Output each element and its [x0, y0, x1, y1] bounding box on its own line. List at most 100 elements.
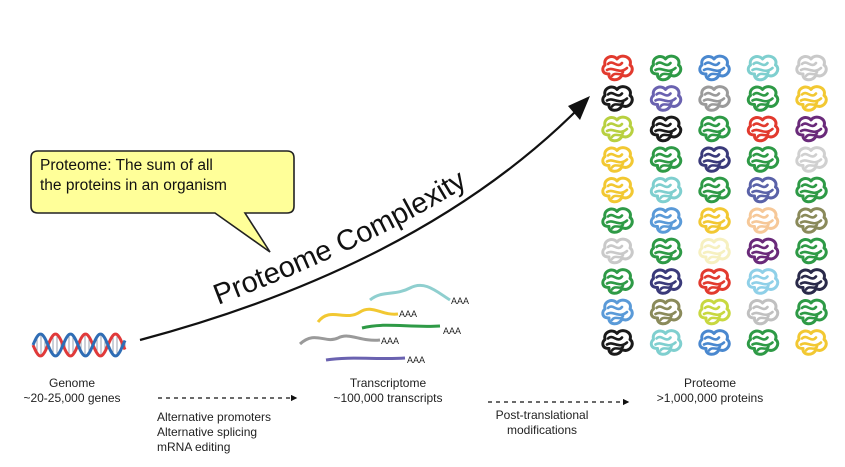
protein-icon	[746, 146, 780, 173]
protein-outline	[795, 268, 828, 295]
protein-icon	[601, 115, 634, 143]
protein-fold	[702, 183, 726, 200]
protein-fold	[751, 122, 774, 139]
protein-outline	[795, 146, 828, 173]
protein-fold	[799, 91, 823, 108]
genome-count: ~20-25,000 genes	[23, 391, 121, 405]
process-2-label: Post-translational modifications	[482, 408, 602, 438]
protein-icon	[746, 268, 780, 295]
protein-icon	[698, 85, 731, 112]
protein-outline	[795, 237, 828, 265]
protein-icon	[795, 329, 828, 356]
protein-icon	[795, 115, 828, 143]
protein-fold	[605, 91, 629, 108]
callout-line-1: Proteome: The sum of all	[40, 157, 213, 174]
protein-icon	[649, 298, 683, 326]
protein-outline	[649, 85, 683, 112]
protein-outline	[746, 85, 780, 112]
protein-icon	[649, 207, 683, 234]
transcript-3	[361, 323, 441, 330]
protein-outline	[601, 268, 634, 295]
protein-outline	[649, 115, 683, 143]
protein-icon	[746, 237, 780, 265]
protein-icon	[746, 298, 780, 326]
protein-outline	[746, 146, 780, 173]
protein-outline	[601, 207, 634, 234]
protein-fold	[654, 305, 677, 322]
transcript-4	[298, 334, 381, 346]
protein-outline	[795, 85, 828, 112]
protein-outline	[746, 207, 780, 234]
protein-outline	[698, 268, 731, 295]
protein-outline	[746, 298, 780, 326]
protein-fold	[654, 183, 677, 200]
protein-outline	[649, 54, 683, 82]
protein-fold	[799, 61, 823, 78]
protein-outline	[601, 176, 634, 204]
protein-fold	[702, 61, 726, 78]
protein-outline	[649, 237, 683, 265]
transcript-2	[316, 307, 399, 324]
protein-fold	[799, 122, 823, 139]
process-1-line-2: Alternative splicing	[157, 425, 258, 439]
polya-tail-1: AAA	[451, 296, 469, 306]
protein-outline	[795, 176, 828, 204]
protein-outline	[601, 146, 634, 173]
polya-tail-2: AAA	[399, 309, 417, 319]
protein-fold	[751, 274, 774, 291]
protein-icon	[601, 54, 634, 82]
process-2-line-1: Post-translational	[495, 408, 589, 422]
protein-outline	[649, 146, 683, 173]
protein-fold	[605, 122, 629, 139]
protein-outline	[601, 85, 634, 112]
protein-outline	[649, 298, 683, 326]
protein-grid	[601, 54, 828, 356]
polya-tail-3: AAA	[443, 326, 461, 336]
protein-outline	[746, 329, 780, 356]
protein-icon	[746, 329, 780, 356]
protein-outline	[601, 115, 634, 143]
protein-outline	[795, 207, 828, 234]
process-2-line-2: modifications	[506, 423, 578, 437]
callout-bubble	[30, 150, 295, 253]
protein-outline	[795, 115, 828, 143]
protein-outline	[746, 176, 780, 204]
protein-outline	[795, 298, 828, 326]
protein-fold	[702, 91, 726, 108]
protein-fold	[605, 183, 629, 200]
dna-helix-icon	[31, 332, 127, 358]
protein-outline	[795, 329, 828, 356]
protein-outline	[698, 115, 731, 143]
protein-outline	[698, 54, 731, 82]
protein-fold	[702, 244, 726, 261]
protein-fold	[654, 244, 677, 261]
protein-outline	[601, 329, 634, 356]
protein-icon	[649, 85, 683, 112]
transcriptome-title: Transcriptome	[349, 376, 427, 390]
protein-fold	[654, 274, 677, 291]
protein-outline	[649, 268, 683, 295]
protein-icon	[795, 176, 828, 204]
protein-icon	[746, 115, 780, 143]
protein-outline	[649, 207, 683, 234]
complexity-arrowhead	[568, 96, 590, 120]
protein-icon	[795, 146, 828, 173]
transcripts-icon	[298, 283, 451, 362]
protein-fold	[654, 213, 677, 230]
protein-icon	[649, 237, 683, 265]
protein-outline	[795, 54, 828, 82]
proteome-label: Proteome >1,000,000 proteins	[640, 376, 780, 406]
protein-icon	[601, 237, 634, 265]
protein-icon	[746, 85, 780, 112]
genome-label: Genome ~20-25,000 genes	[2, 376, 142, 406]
protein-icon	[795, 268, 828, 295]
protein-fold	[654, 61, 677, 78]
transcriptome-label: Transcriptome ~100,000 transcripts	[318, 376, 458, 406]
protein-fold	[751, 305, 774, 322]
protein-fold	[799, 274, 823, 291]
protein-outline	[649, 176, 683, 204]
protein-icon	[601, 298, 634, 326]
process-1-line-3: mRNA editing	[157, 440, 231, 454]
protein-outline	[698, 146, 731, 173]
